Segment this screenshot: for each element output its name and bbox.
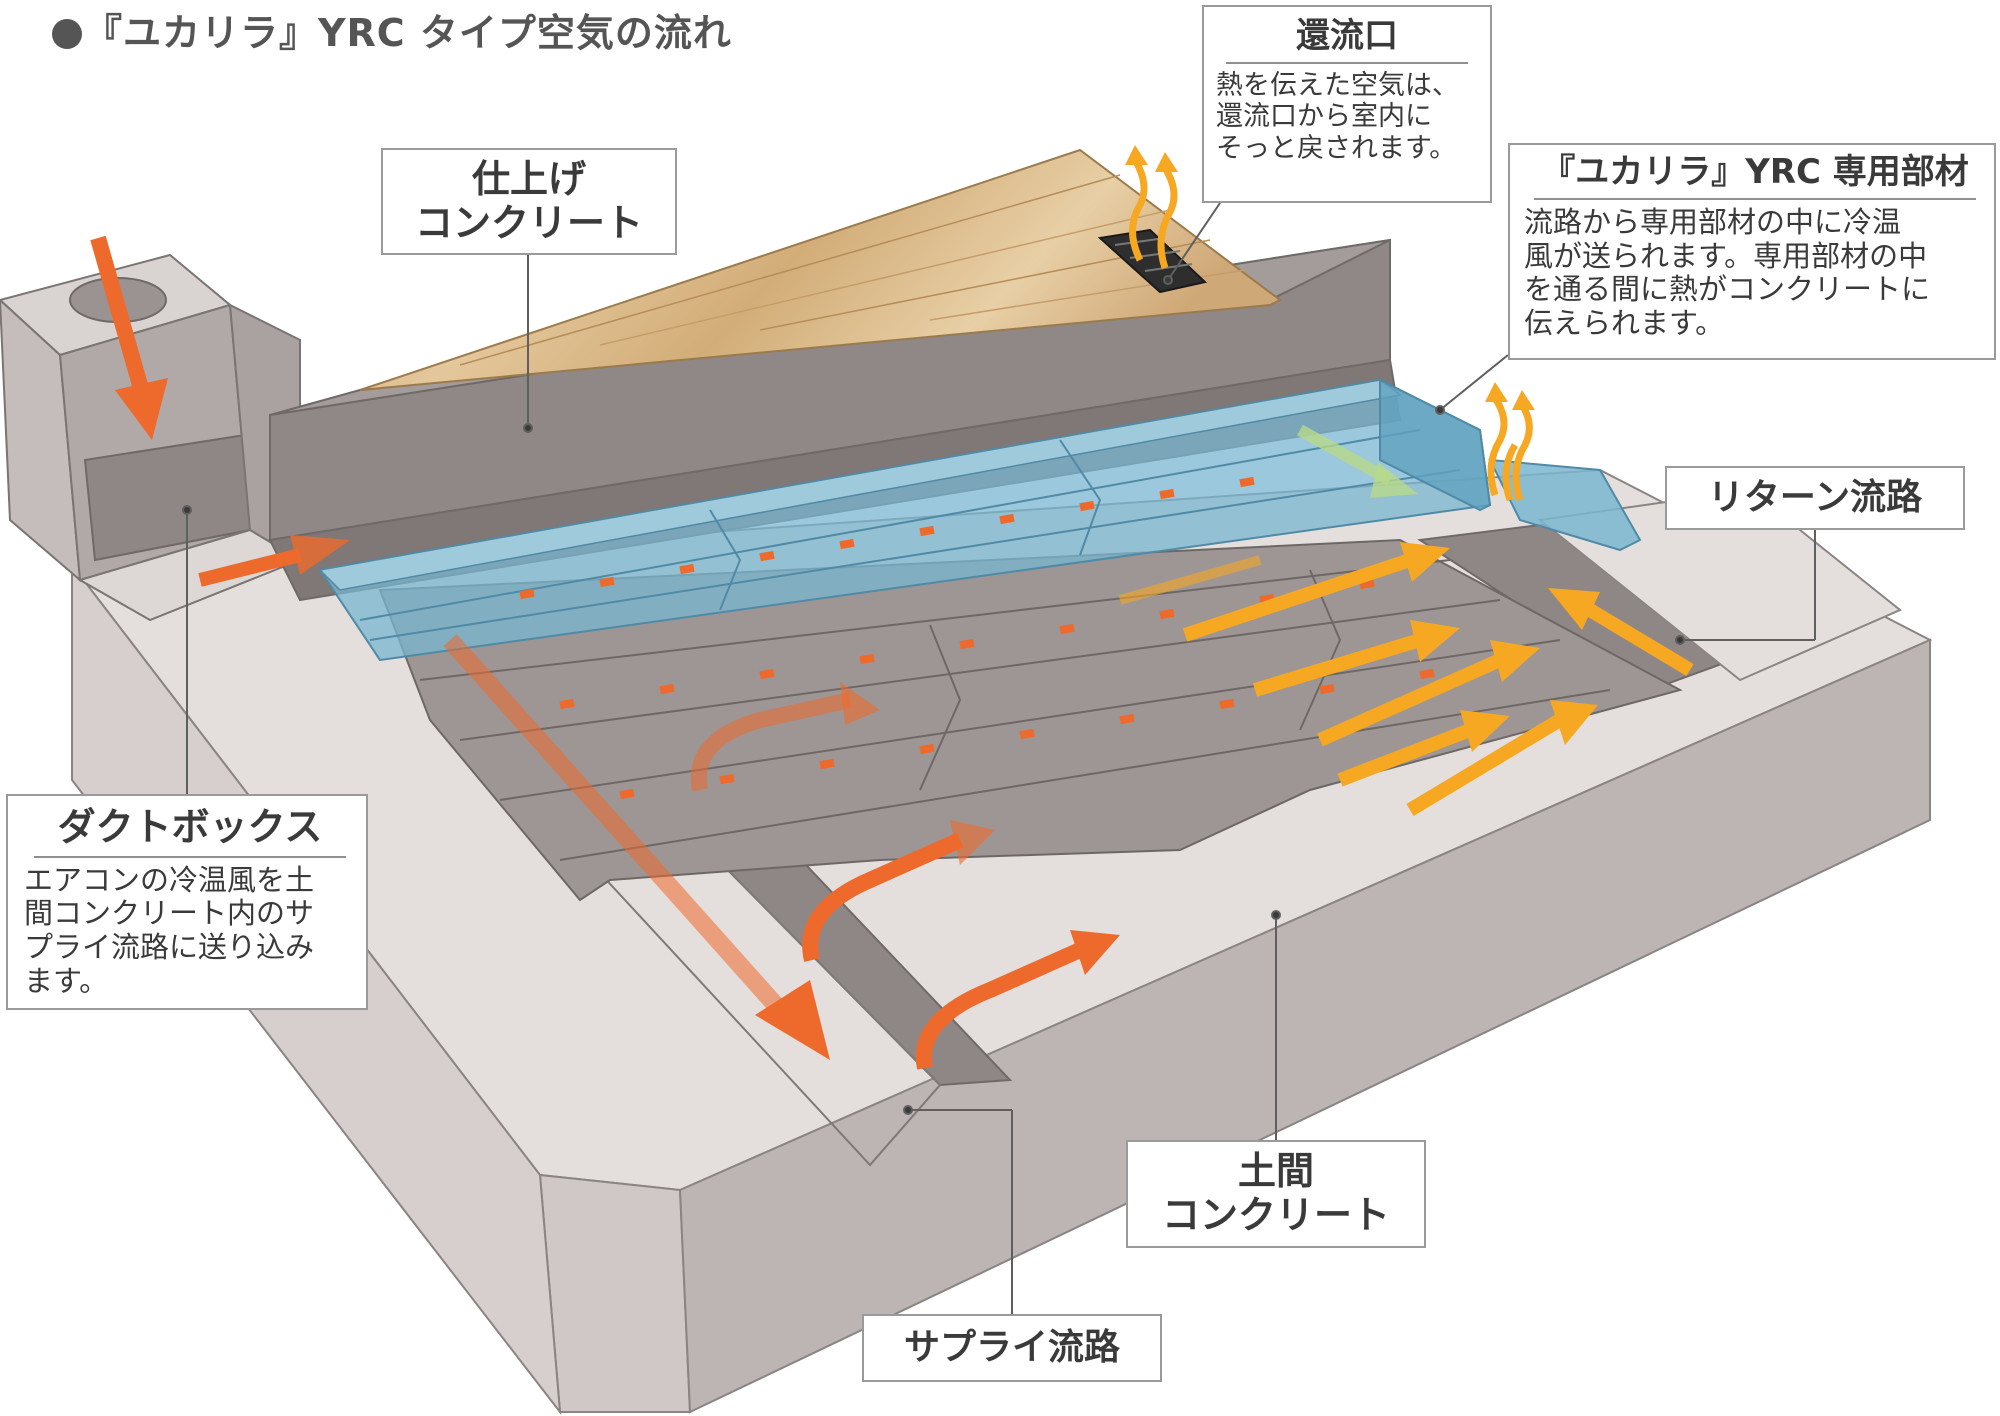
supply-branch-arrow-1	[690, 682, 880, 792]
panel-green-arrow	[1297, 424, 1418, 498]
return-arrow-1	[1182, 542, 1450, 642]
return-arrow-6	[1548, 588, 1694, 677]
callout-finish-concrete-heading: 仕上げ コンクリート	[414, 157, 643, 245]
supply-airflow-arrows	[90, 235, 1120, 1070]
callout-return-vent-heading: 還流口	[1296, 16, 1398, 56]
callout-finish-concrete: 仕上げ コンクリート	[381, 148, 677, 255]
callout-supply-path: サプライ流路	[862, 1314, 1162, 1382]
supply-branch-arrow-3	[802, 832, 964, 962]
callout-duct-box: ダクトボックス エアコンの冷温風を土 間コンクリート内のサ プライ流路に送り込み…	[6, 794, 368, 1010]
panel-airflow-dots	[519, 476, 1435, 800]
callout-divider	[1226, 62, 1468, 65]
callout-return-vent-body: 熱を伝えた空気は、 還流口から室内に そっと戻されます。	[1216, 70, 1459, 164]
bullet-icon	[52, 19, 82, 49]
callout-divider	[1534, 198, 1976, 201]
duct-inflow-arrow	[90, 235, 168, 440]
return-arrow-5	[1406, 700, 1598, 817]
return-arrow-2	[1252, 620, 1460, 697]
vent-outflow-arrows	[1125, 145, 1178, 270]
wood-floor	[359, 148, 1282, 391]
callout-divider	[34, 855, 346, 858]
panel-end-outflow-arrows	[1485, 382, 1535, 502]
dedicated-material-panels	[318, 378, 1642, 662]
callout-return-path-heading: リターン流路	[1707, 477, 1923, 518]
supply-main-arrow	[443, 634, 830, 1060]
callout-slab-concrete: 土間 コンクリート	[1126, 1140, 1426, 1248]
supply-branch-arrow-4	[915, 930, 1120, 1070]
page-title-text: 『ユカリラ』YRC タイプ空気の流れ	[84, 11, 732, 55]
callout-slab-concrete-heading: 土間 コンクリート	[1161, 1149, 1390, 1237]
return-arrow-top	[1118, 555, 1262, 605]
callout-return-vent: 還流口 熱を伝えた空気は、 還流口から室内に そっと戻されます。	[1202, 5, 1492, 203]
return-airflow-arrows	[1118, 145, 1694, 817]
corrugated-concrete-layer	[378, 538, 1683, 902]
callout-supply-path-heading: サプライ流路	[903, 1327, 1120, 1368]
callout-dedicated-material-heading: 『ユカリラ』YRC 専用部材	[1541, 152, 1969, 192]
callout-duct-box-heading: ダクトボックス	[57, 805, 323, 849]
return-arrow-4	[1337, 710, 1510, 787]
callout-duct-box-body: エアコンの冷温風を土 間コンクリート内のサ プライ流路に送り込み ます。	[24, 862, 315, 998]
duct-outflow-arrow	[198, 535, 350, 587]
page-title: 『ユカリラ』YRC タイプ空気の流れ	[52, 2, 732, 57]
return-arrow-3	[1317, 640, 1540, 747]
callout-dedicated-material: 『ユカリラ』YRC 専用部材 流路から専用部材の中に冷温 風が送られます。専用部…	[1508, 143, 1996, 360]
callout-return-path: リターン流路	[1665, 466, 1965, 530]
callout-leader-lines	[182, 202, 1816, 1314]
callout-dedicated-material-body: 流路から専用部材の中に冷温 風が送られます。専用部材の中 を通る間に熱がコンクリ…	[1524, 205, 1931, 340]
